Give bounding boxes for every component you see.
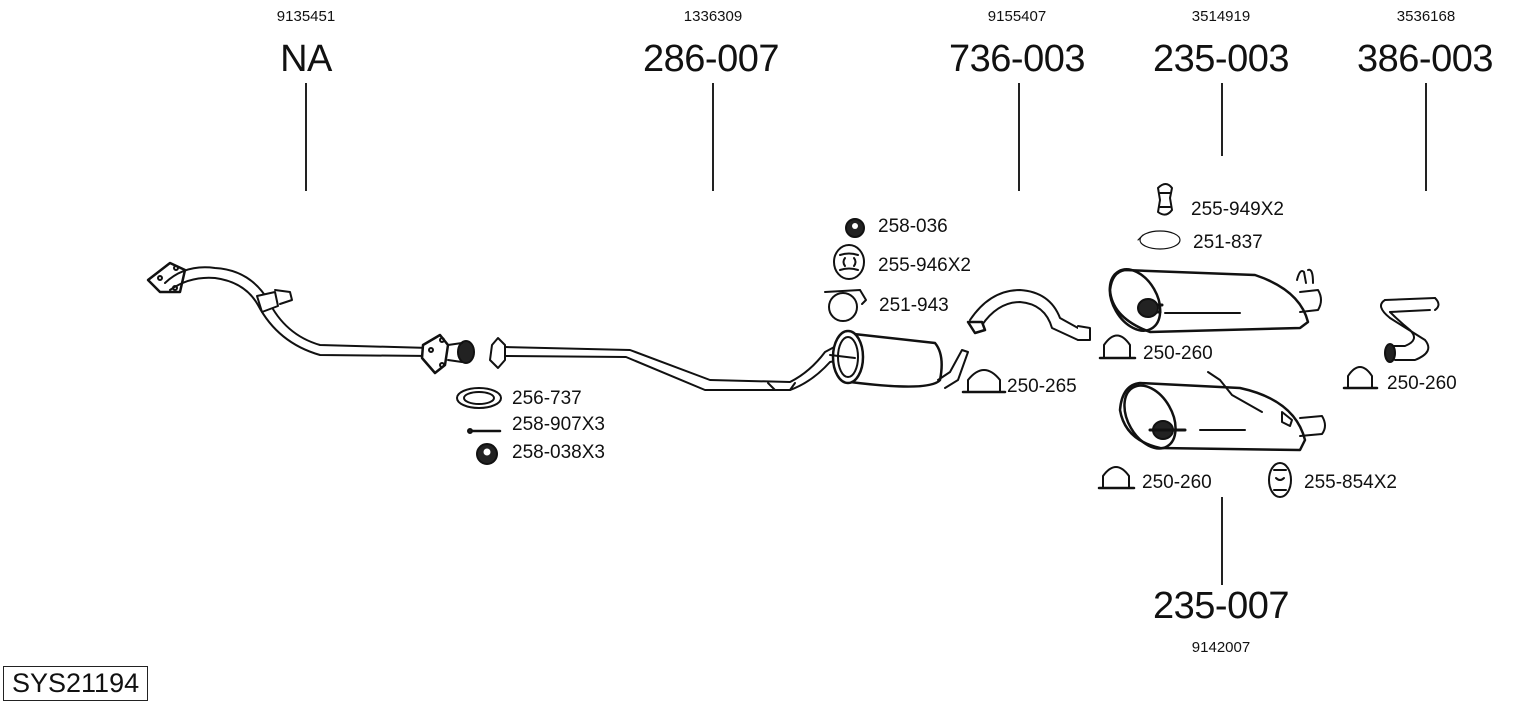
part-number-link[interactable]: 736-003: [949, 38, 1085, 80]
leader-line: [712, 83, 714, 191]
leader-line: [1018, 83, 1020, 191]
accessory-label[interactable]: 250-260: [1387, 373, 1457, 394]
leader-line: [1221, 83, 1223, 156]
middle-pipe-drawing: [489, 329, 969, 391]
accessory-label[interactable]: 250-260: [1143, 343, 1213, 364]
leader-line: [1425, 83, 1427, 191]
front-pipe-drawing: [146, 261, 475, 375]
accessory-label[interactable]: 258-036: [878, 216, 948, 237]
leader-line: [1221, 497, 1223, 585]
intermediate-pipe-drawing: [966, 289, 1091, 341]
oem-number: 3514919: [1191, 8, 1251, 25]
rubber-hanger-icon-drawing: [833, 244, 865, 280]
nut-icon-drawing-2: [845, 218, 865, 238]
oem-number: 1336309: [683, 8, 743, 25]
oem-number: 3536168: [1396, 8, 1456, 25]
accessory-label[interactable]: 255-946X2: [878, 255, 971, 276]
part-number-link[interactable]: NA: [280, 38, 332, 80]
rubber-hanger-icon-drawing-3: [1268, 462, 1292, 498]
oem-number: 9155407: [987, 8, 1047, 25]
part-number-link[interactable]: 235-003: [1153, 38, 1289, 80]
tail-pipe-drawing: [1380, 297, 1440, 363]
part-number-link[interactable]: 286-007: [643, 38, 779, 80]
part-number-link[interactable]: 235-007: [1153, 585, 1289, 627]
accessory-label[interactable]: 258-038X3: [512, 442, 605, 463]
accessory-label[interactable]: 250-260: [1142, 472, 1212, 493]
rear-muffler-lower-drawing: [1118, 371, 1326, 452]
system-code-badge: SYS21194: [3, 666, 149, 701]
leader-line: [305, 83, 307, 191]
accessory-label[interactable]: 251-837: [1193, 232, 1263, 253]
u-clamp-icon-drawing-3: [1097, 466, 1136, 490]
accessory-label[interactable]: 255-949X2: [1191, 199, 1284, 220]
oem-number: 9135451: [276, 8, 336, 25]
gasket-ring-icon-drawing: [456, 387, 502, 409]
u-clamp-icon-drawing-1: [1098, 334, 1137, 360]
u-clamp-icon-drawing-250-265: [961, 369, 1007, 394]
wire-clamp-icon-drawing: [1137, 230, 1181, 250]
accessory-label[interactable]: 256-737: [512, 388, 582, 409]
accessory-label[interactable]: 251-943: [879, 295, 949, 316]
bolt-icon-drawing: [467, 428, 502, 434]
u-clamp-icon-drawing-2: [1342, 366, 1379, 390]
nut-icon-drawing: [476, 443, 498, 465]
accessory-label[interactable]: 255-854X2: [1304, 472, 1397, 493]
accessory-label[interactable]: 250-265: [1007, 376, 1077, 397]
oem-number: 9142007: [1191, 639, 1251, 656]
rubber-hanger-icon-drawing-2: [1157, 183, 1173, 216]
part-number-link[interactable]: 386-003: [1357, 38, 1493, 80]
pipe-clamp-icon-drawing: [824, 289, 867, 322]
accessory-label[interactable]: 258-907X3: [512, 414, 605, 435]
rear-muffler-upper-drawing: [1108, 268, 1322, 334]
